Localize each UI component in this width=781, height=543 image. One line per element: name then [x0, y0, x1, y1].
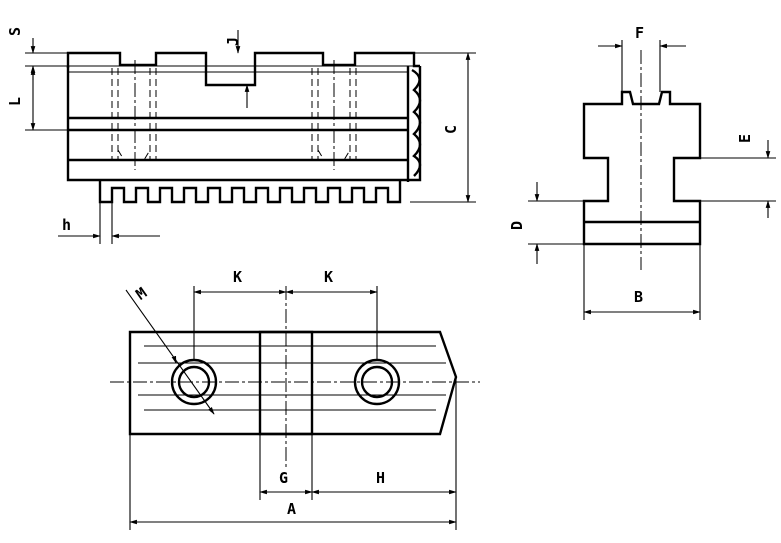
bottom-teeth [98, 180, 402, 204]
label-b: B [634, 288, 643, 306]
top-outline [128, 330, 458, 436]
label-s: S [6, 27, 24, 36]
jaw-serration [406, 66, 422, 182]
side-view: F E D B [508, 24, 776, 320]
side-profile [582, 90, 702, 246]
label-a: A [287, 500, 296, 518]
label-c: C [442, 125, 460, 134]
label-m: M [132, 284, 150, 304]
label-j: J [224, 37, 242, 46]
front-view: S L J C h [6, 27, 476, 244]
label-k-right: K [324, 268, 333, 286]
label-g: G [279, 469, 288, 487]
label-f: F [635, 24, 644, 42]
jaw-top-profile [66, 51, 420, 87]
label-k-left: K [233, 268, 242, 286]
label-l: L [6, 97, 24, 106]
label-d: D [508, 221, 526, 230]
label-h-upper: H [376, 469, 385, 487]
label-e: E [736, 134, 754, 143]
jaw-body [66, 66, 422, 182]
top-view: M K K G H A [110, 268, 480, 530]
label-h: h [62, 216, 71, 234]
